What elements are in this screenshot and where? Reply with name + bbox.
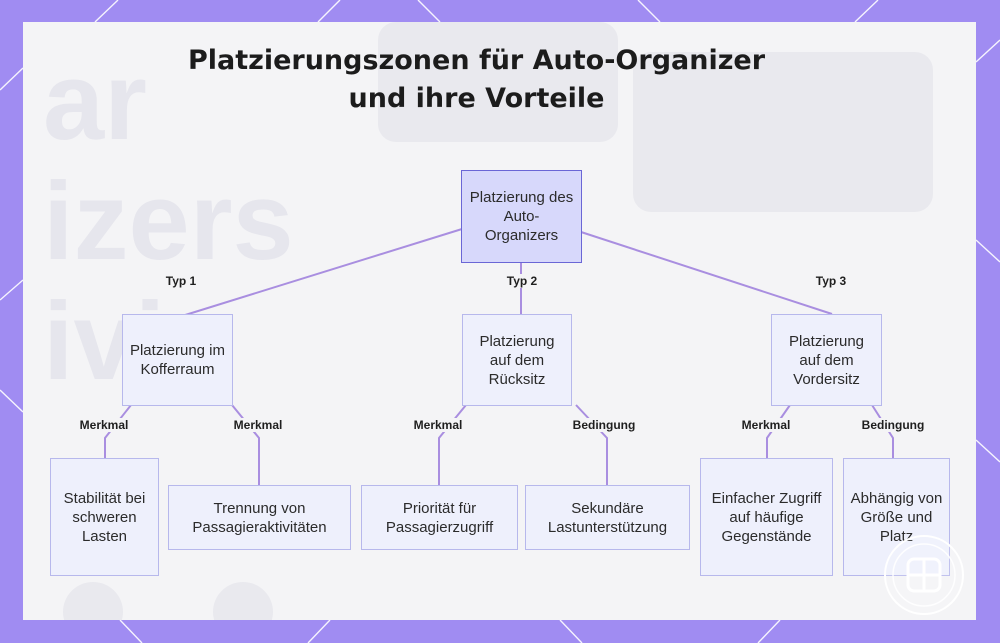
- edge-merkmal-a: [104, 404, 132, 458]
- edge-label-merkmal-d: Merkmal: [739, 418, 793, 432]
- edge-merkmal-b: [231, 404, 260, 485]
- node-stabilitaet: Stabilität bei schweren Lasten: [50, 458, 159, 576]
- node-prioritaet: Priorität für Passagierzugriff: [361, 485, 518, 550]
- edge-label-merkmal-a: Merkmal: [77, 418, 131, 432]
- node-sekundaer: Sekundäre Lastunterstützung: [525, 485, 690, 550]
- title-line-2: und ihre Vorteile: [348, 83, 605, 114]
- background-photo-shape: [378, 22, 618, 142]
- edge-label-typ3: Typ 3: [813, 274, 849, 288]
- node-ruecksitz: Platzierung auf dem Rücksitz: [462, 314, 572, 406]
- edge-merkmal-d: [766, 404, 791, 458]
- node-vordersitz: Platzierung auf dem Vordersitz: [771, 314, 882, 406]
- brand-logo-icon: [884, 535, 964, 615]
- edge-bedingung-b: [871, 404, 894, 458]
- edge-label-bedingung-a: Bedingung: [570, 418, 638, 432]
- edge-label-typ2: Typ 2: [504, 274, 540, 288]
- edge-merkmal-c: [438, 404, 467, 485]
- diagram-title: Platzierungszonen für Auto-Organizer und…: [0, 42, 953, 118]
- edge-label-typ1: Typ 1: [163, 274, 199, 288]
- edge-label-bedingung-b: Bedingung: [859, 418, 927, 432]
- edge-typ3: [580, 231, 833, 315]
- edge-bedingung-a: [575, 404, 608, 485]
- title-line-1: Platzierungszonen für Auto-Organizer: [187, 45, 766, 76]
- edge-typ1: [181, 228, 463, 317]
- node-kofferraum: Platzierung im Kofferraum: [122, 314, 233, 406]
- edge-label-merkmal-c: Merkmal: [411, 418, 465, 432]
- node-trennung: Trennung von Passagieraktivitäten: [168, 485, 351, 550]
- node-root: Platzierung des Auto-Organizers: [461, 170, 582, 263]
- brand-logo-glyph-icon: [892, 543, 956, 607]
- node-zugriff: Einfacher Zugriff auf häufige Gegenständ…: [700, 458, 833, 576]
- edge-label-merkmal-b: Merkmal: [231, 418, 285, 432]
- background-photo-shape: [633, 52, 933, 212]
